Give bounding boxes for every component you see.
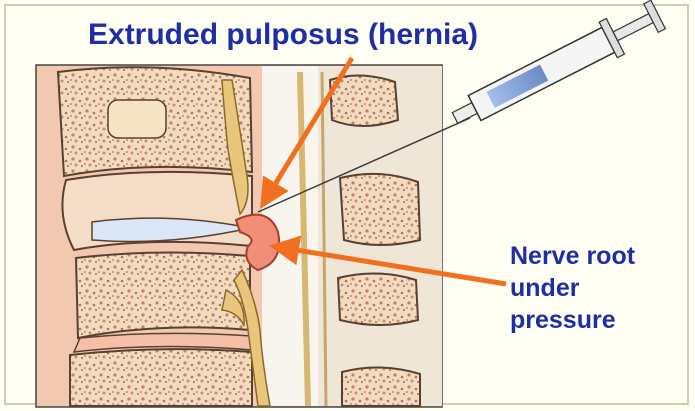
posterior-processes <box>300 66 442 406</box>
hernia-label: Extruded pulposus (hernia) <box>88 18 478 52</box>
syringe-icon <box>446 0 667 136</box>
nerve-root-label-line-2: under <box>510 272 635 304</box>
nerve-root-label-line-1: Nerve root <box>510 240 635 272</box>
nerve-root-label-line-3: pressure <box>510 304 635 336</box>
nerve-root-label: Nerve root under pressure <box>510 240 635 336</box>
